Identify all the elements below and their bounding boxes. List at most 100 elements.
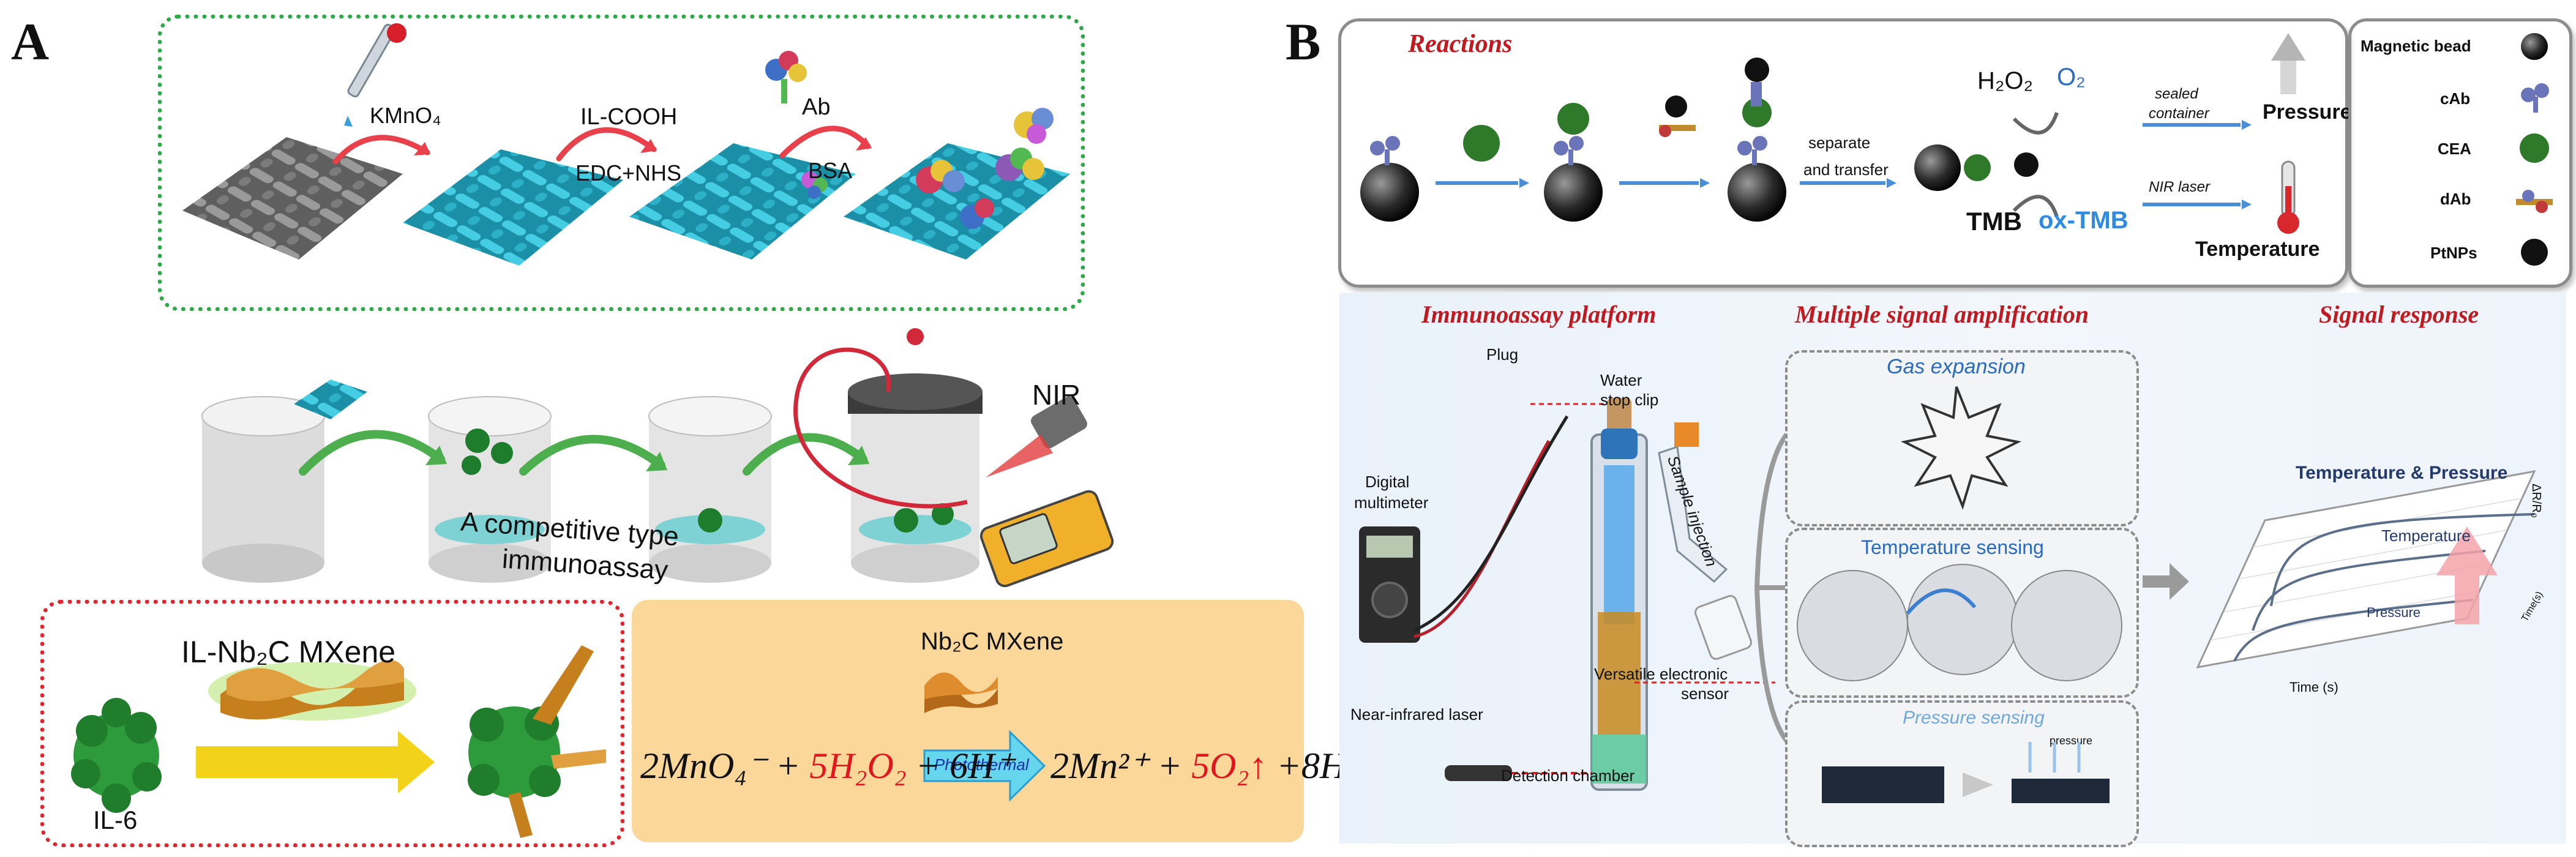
nir-laser-label: NIR laser (2149, 179, 2211, 195)
il6-particle (71, 698, 162, 813)
bound-complex (468, 645, 606, 838)
pressure-sensing-label: Pressure sensing (1903, 708, 2045, 728)
multimeter-label-1: Digital (1365, 473, 1410, 491)
mxene-sheet (208, 660, 416, 720)
il-fabric (629, 143, 856, 260)
eq-part-1: 2MnO₄⁻ + (640, 746, 810, 786)
recognition-scheme (71, 645, 606, 838)
fabric-functionalization-scheme (182, 23, 1070, 266)
panel-b-letter: B (1286, 12, 1321, 71)
legend-cea: CEA (2438, 140, 2471, 158)
pressure-stack (1822, 766, 2110, 803)
nb2c-sheet (924, 672, 998, 713)
response-arrow (2143, 563, 2189, 600)
separate-label: separate (1808, 133, 1871, 152)
reaction-pathway (1360, 33, 2305, 234)
bead-4 (1914, 144, 1961, 191)
kmno4-label: KMnO₄ (370, 103, 441, 128)
photothermal-arrow (923, 730, 1046, 802)
equation-right: 2Mn²⁺ + 5O₂↑ +8H₂O (1050, 744, 1385, 787)
reaction-equation-box (632, 600, 1304, 842)
bare-fabric (182, 137, 403, 260)
signal-response-plot (2196, 470, 2536, 668)
amplification-title: Multiple signal amplification (1795, 301, 2089, 328)
curve-low-label: Pressure (2367, 605, 2421, 620)
sensor-label-2: sensor (1681, 684, 1729, 703)
pipette-icon (344, 23, 406, 127)
bead-3 (1728, 163, 1786, 222)
plug-label: Plug (1486, 345, 1519, 364)
il6-label: IL-6 (93, 806, 138, 834)
legend-cab: cAb (2440, 89, 2471, 108)
curve-mid-label: Temperature (2381, 526, 2471, 545)
dab-icon (2516, 190, 2553, 213)
yellow-arrow (196, 731, 435, 793)
sealed-label: sealed (2155, 86, 2198, 102)
bead-1 (1360, 163, 1419, 222)
legend-magnetic-bead: Magnetic bead (2361, 37, 2471, 55)
panel-a-letter: A (11, 12, 50, 71)
nir-label: NIR (1032, 379, 1081, 411)
edc-nhs-label: EDC+NHS (575, 160, 682, 185)
bsa-icon (801, 171, 828, 199)
eq-part-4: 2Mn²⁺ + (1050, 746, 1192, 786)
laser-pen (1445, 765, 1512, 781)
cab-icon (2521, 83, 2549, 113)
y-axis-label: ΔR/R₀ (2529, 484, 2543, 518)
legend-box (2348, 18, 2572, 288)
nir-laser-device (986, 396, 1087, 477)
competitive-assay-scheme (201, 328, 1114, 588)
thermometer-reader (979, 490, 1114, 588)
well-3 (648, 396, 772, 583)
activated-fabric (403, 149, 623, 266)
antibody-clusters (916, 108, 1054, 229)
functionalization-box (158, 15, 1085, 311)
syringe-icon (1694, 595, 1752, 660)
gas-burst-icon (1900, 386, 2022, 511)
pressure-label: Pressure (2263, 100, 2352, 124)
il-nb2c-label: IL-Nb₂C MXene (181, 635, 396, 669)
ptnps-icon (2521, 239, 2548, 266)
transfer-label: and transfer (1803, 160, 1889, 179)
il-cooh-label: IL-COOH (580, 104, 678, 130)
legend-icons (2516, 33, 2553, 266)
amplification-icons (1797, 386, 2122, 803)
sensor-label-1: Versatile electronic (1594, 665, 1728, 683)
magnetic-bead-icon (2521, 33, 2548, 60)
response-title: Signal response (2319, 301, 2479, 328)
ab-label: Ab (802, 94, 831, 120)
h2o2-label: H₂O₂ (1977, 67, 2034, 94)
reactions-title: Reactions (1408, 30, 1513, 58)
cea-icon (2520, 133, 2549, 163)
eq-part-2: 5H₂O₂ (809, 746, 907, 786)
o2-label: O₂ (2057, 64, 2086, 91)
temperature-label: Temperature (2195, 238, 2320, 261)
x-axis-label: Time (s) (2290, 679, 2338, 695)
photothermal-label: Photothermal (934, 755, 1029, 774)
legend-dab: dAb (2440, 190, 2471, 208)
bsa-label: BSA (808, 158, 853, 183)
curve-top-label: Temperature & Pressure (2296, 463, 2508, 483)
thermometer-icon (2277, 160, 2299, 234)
chamber-label: Detection chamber (1501, 766, 1635, 785)
tmb-label: TMB (1966, 207, 2022, 236)
platform-title: Immunoassay platform (1421, 301, 1657, 328)
well-1 (201, 396, 325, 583)
pressure-icon (2271, 33, 2305, 94)
antibody-icon (765, 51, 807, 103)
pressure-small-label: pressure (2050, 735, 2093, 747)
curve-temp-pressure (2270, 513, 2535, 607)
water-stop-label-2: stop clip (1600, 391, 1659, 409)
container-label: container (2149, 105, 2209, 122)
equation-left: 2MnO₄⁻ + 5H₂O₂ + 6H⁺ (640, 744, 1014, 787)
gas-expansion-label: Gas expansion (1887, 355, 2026, 378)
well-4 (848, 373, 983, 583)
reactions-box (1338, 18, 2348, 288)
multimeter-icon (1359, 526, 1420, 643)
curve-temperature (2252, 550, 2486, 631)
curve-pressure (2233, 599, 2474, 662)
multimeter-label-2: multimeter (1354, 493, 1429, 512)
nb2c-label: Nb₂C MXene (921, 628, 1064, 655)
bead-2 (1544, 163, 1603, 222)
immunoassay-device (1359, 398, 1775, 791)
